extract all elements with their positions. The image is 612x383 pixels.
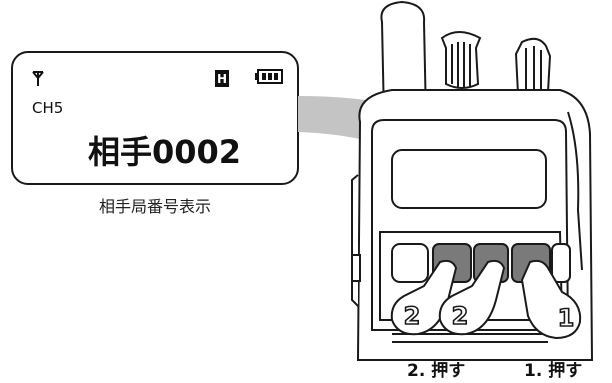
side-connector xyxy=(351,254,361,282)
keypad xyxy=(391,243,571,283)
antenna-icon xyxy=(32,71,44,86)
battery-icon xyxy=(255,69,283,84)
step2-label: 2. 押す xyxy=(407,360,465,381)
step-marker-1: 1 xyxy=(558,304,575,332)
step1-label: 1. 押す xyxy=(524,360,582,381)
left-key xyxy=(391,243,429,283)
side-ptt xyxy=(351,174,359,307)
pressing-fingers xyxy=(390,259,582,340)
radio-lcd-window xyxy=(391,149,547,209)
right-key xyxy=(551,243,571,283)
step-marker-2-left: 2 xyxy=(404,302,421,330)
h-power-label: H xyxy=(217,72,227,86)
channel-label: CH5 xyxy=(32,99,63,117)
step-marker-2-right: 2 xyxy=(452,302,469,330)
finger-step2-right xyxy=(438,259,506,336)
lcd-display: H CH5 相手0002 xyxy=(11,51,299,185)
station-id: 相手0002 xyxy=(88,133,241,171)
finger-step1 xyxy=(520,259,582,340)
volume-knob xyxy=(440,31,482,89)
h-power-icon: H xyxy=(215,70,229,87)
caption: 相手局番号表示 xyxy=(99,197,211,216)
